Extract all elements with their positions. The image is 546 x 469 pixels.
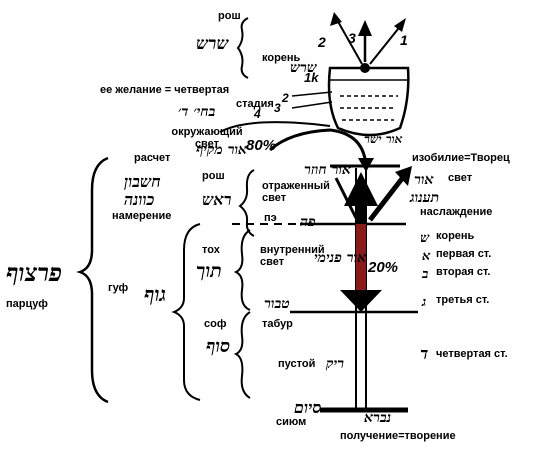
heb-gimel: ג: [422, 295, 427, 310]
koren-right-label: корень: [436, 230, 475, 242]
light-diagonal: [368, 174, 406, 222]
empty-label: пустой: [278, 358, 316, 370]
heb-tokh: תוך: [196, 260, 222, 282]
num-1k: 1k: [304, 70, 319, 85]
third-stage-label: третья ст.: [436, 294, 490, 306]
guf-label: гуф: [108, 282, 129, 294]
pointer-4: [291, 101, 333, 109]
heb-dalet: ד: [420, 344, 429, 363]
inner-light-arrowhead: [340, 290, 382, 312]
pct-20: 20%: [368, 259, 399, 276]
fourth-stage-label: четвертая ст.: [436, 348, 508, 360]
heb-sium: סיום: [294, 398, 322, 417]
heb-taanug: תענוג: [410, 190, 440, 206]
heb-or-hozer: אור חוזר: [304, 162, 351, 178]
partzuf-brace: [76, 156, 109, 404]
sof-brace: [233, 311, 251, 399]
calc-label: расчет: [134, 152, 171, 164]
heb-heshbon: חשבון: [124, 172, 161, 191]
num-1: 1: [400, 32, 408, 48]
arrow-1: [369, 23, 403, 65]
heb-nivra: נברא: [364, 410, 392, 426]
first-stage-label: первая ст.: [436, 248, 492, 260]
tokh-label: тох: [202, 244, 220, 256]
tabur-label: табур: [262, 318, 293, 330]
stage-label: стадия: [236, 98, 274, 110]
tokh-brace: [233, 229, 251, 311]
num-v2: 2: [282, 91, 289, 105]
desire-label: ее желание = четвертая: [100, 84, 230, 96]
reflected-light-shaft: [356, 206, 366, 224]
heb-or: אור: [414, 172, 434, 188]
reflected-diagonal: [334, 177, 358, 219]
arrow-1-head: [394, 18, 406, 32]
pointer-3: [291, 91, 333, 97]
top-brace: [236, 17, 249, 79]
partzuf-label: парцуф: [6, 298, 48, 310]
heb-bet: ב: [422, 267, 429, 282]
surrounding-light-label: окружающий свет: [171, 126, 243, 150]
num-3: 3: [348, 30, 356, 46]
heb-pe: פה: [300, 214, 316, 230]
heb-guf: גוף: [144, 282, 167, 306]
pct-80: 80%: [246, 137, 277, 154]
surrounding-light-curve: [219, 121, 331, 133]
heb-partzuf: פרצוף: [6, 258, 62, 287]
heb-alef: א: [422, 249, 431, 264]
heb-sof: סוף: [206, 336, 231, 357]
arrow-2-head: [330, 12, 342, 26]
rosh-top-label: рош: [218, 10, 241, 22]
heb-or-makif: אור מקיף: [196, 142, 248, 158]
reflected-light-label: отраженный свет: [262, 180, 330, 204]
vessel: [327, 66, 410, 137]
vessel-point: [360, 63, 370, 73]
num-4: 4: [254, 107, 261, 121]
direct-light-curve: [268, 128, 368, 169]
second-stage-label: вторая ст.: [436, 266, 491, 278]
koren-top-label: корень: [262, 52, 301, 64]
light-label: свет: [448, 172, 473, 184]
heb-reik: ריק: [326, 356, 345, 372]
inner-light-label: внутренний свет: [260, 244, 325, 268]
receiving-label: получение=творение: [340, 430, 456, 442]
rosh-mid-label: рош: [202, 170, 225, 182]
heb-shoresh-koren: שרש: [290, 60, 317, 76]
heb-tabur: טבור: [264, 296, 290, 312]
pleasure-label: наслаждение: [420, 206, 493, 218]
rosh-brace: [238, 169, 255, 237]
heb-kavana: כוונה: [124, 190, 155, 209]
num-v3: 3: [274, 101, 281, 115]
heb-shoresh: שרש: [196, 34, 229, 54]
pe-label: пэ: [264, 212, 277, 224]
sium-label: сиюм: [276, 416, 307, 428]
heb-or-yashar: אור ישר: [364, 132, 403, 146]
guf-brace: [171, 223, 201, 401]
heb-or-pnimi: אור פנימי: [314, 250, 367, 266]
heb-behina4: בחי׳ ד׳: [178, 104, 216, 120]
abundance-label: изобилие=Творец: [412, 152, 510, 164]
arrow-2: [335, 17, 363, 65]
sof-label: соф: [204, 318, 227, 330]
num-2: 2: [318, 34, 326, 50]
inner-light-shaft: [356, 224, 366, 298]
heb-shin: ש: [420, 231, 430, 246]
arrow-3-head: [358, 20, 372, 36]
reflected-light-arrowhead: [344, 172, 378, 206]
light-diagonal-head: [395, 166, 412, 186]
intention-label: намерение: [112, 210, 172, 222]
heb-rosh: ראש: [202, 190, 232, 209]
